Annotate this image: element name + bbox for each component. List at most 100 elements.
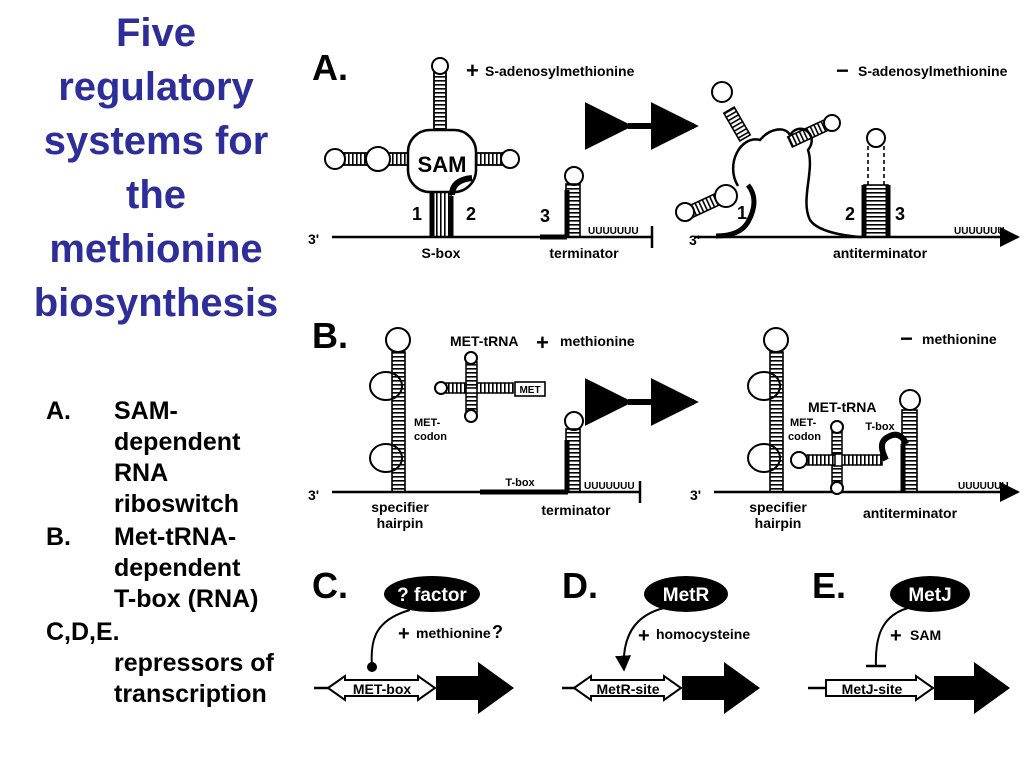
title-line: the — [126, 173, 186, 217]
trna-cloverleaf — [434, 351, 546, 423]
tbox-bulge — [878, 431, 909, 462]
operator-label: MET-box — [353, 681, 412, 697]
panel-a-letter: A. — [312, 47, 348, 88]
met-trna-label: MET-tRNA — [450, 333, 518, 349]
specifier-hairpin — [747, 327, 789, 493]
trna-acceptor — [476, 382, 514, 394]
specifier-stem — [391, 351, 406, 493]
specifier-hairpin — [369, 327, 411, 493]
title-line: systems for — [43, 119, 269, 163]
panel-d: D. MetR + homocysteine MetR-site — [562, 565, 760, 714]
helix-number: 2 — [466, 204, 476, 224]
title-line: biosynthesis — [33, 281, 279, 325]
three-prime-label: 3' — [308, 231, 319, 247]
trna-loop — [434, 381, 448, 395]
repressor-oval — [890, 576, 970, 612]
title-line: methionine — [49, 227, 263, 271]
met-codon-label: MET- — [790, 417, 817, 429]
repressor-label: MetJ — [908, 585, 951, 606]
panel-a: A. + S-adenosylmethionine 3' SAM 1 2 S-b… — [308, 47, 1020, 261]
antiterminator-structure — [675, 81, 1020, 247]
bound-trna — [790, 420, 883, 495]
binding-dot — [367, 662, 377, 672]
minus-sign: − — [900, 326, 913, 351]
list-marker: C,D,E. — [46, 618, 120, 646]
specifier-label: specifier — [371, 499, 429, 515]
antiterminator-stem — [863, 184, 889, 238]
regulation-line — [370, 609, 411, 667]
specifier-stem — [769, 351, 784, 493]
list-line: dependent — [114, 428, 241, 456]
title-line: Five — [115, 11, 197, 55]
trna-stem — [465, 361, 478, 389]
hairpin-right-loop — [823, 114, 841, 132]
specifier-loop — [385, 327, 411, 353]
repressor-label: ? factor — [397, 585, 467, 606]
activator-label: MetR — [663, 585, 710, 606]
panel-c: C. ? factor + methionine ? MET-box — [312, 565, 514, 714]
list-line: T-box (RNA) — [114, 585, 259, 613]
plus-sign: + — [536, 330, 549, 355]
helix-number: 3 — [540, 206, 550, 226]
gene-arrow — [436, 662, 514, 714]
gene-arrow — [682, 662, 760, 714]
trna-loop — [830, 420, 844, 434]
effector-suffix: ? — [492, 622, 503, 642]
list-line: dependent — [114, 554, 241, 582]
panel-e-letter: E. — [812, 565, 846, 606]
three-prime-label: 3' — [689, 232, 700, 248]
helix-2-thick — [449, 175, 473, 196]
panel-e: E. MetJ + SAM MetJ-site — [808, 565, 1010, 714]
terminator-loop — [564, 166, 584, 186]
terminator-label: terminator — [541, 502, 611, 518]
terminator-label: terminator — [549, 245, 619, 261]
hairpin-left-loop — [711, 81, 733, 103]
plus-sign: + — [466, 58, 479, 83]
helix-number: 3 — [895, 204, 905, 224]
list-item-b: B. Met-tRNA- dependent T-box (RNA) — [46, 522, 316, 615]
trna-loop — [464, 409, 478, 423]
hairpin-right — [786, 118, 830, 148]
list-line: Met-tRNA- — [114, 523, 237, 551]
poly-u-tract: UUUUUUU — [958, 481, 1009, 492]
list-line: RNA — [114, 459, 169, 487]
specifier-label: specifier — [749, 499, 807, 515]
plus-sign: + — [890, 625, 902, 647]
minus-sign: − — [836, 58, 849, 83]
panel-b: B. MET-tRNA + methionine 3' MET- codon s… — [308, 315, 1020, 531]
slide-title: Five regulatory systems for the methioni… — [8, 6, 304, 330]
antiterminator-loop — [866, 128, 886, 148]
repression-line — [874, 607, 909, 667]
lower-hairpin-loop — [675, 202, 695, 222]
specifier-label: hairpin — [755, 515, 802, 531]
poly-u-tract: UUUUUUU — [588, 226, 639, 237]
terminator-hairpin — [564, 411, 584, 493]
specifier-loop — [763, 327, 789, 353]
list-marker: B. — [46, 523, 71, 551]
effector-label: S-adenosylmethionine — [858, 63, 1008, 79]
panel-c-letter: C. — [312, 565, 348, 606]
list-item-a: A. SAM- dependent RNA riboswitch — [46, 396, 316, 520]
poly-u-tract: UUUUUUU — [584, 481, 635, 492]
effector-label: methionine — [416, 625, 491, 641]
panel-d-letter: D. — [562, 565, 598, 606]
sbox-label: S-box — [422, 245, 461, 261]
operator-site — [326, 674, 437, 702]
poly-u-tract: UUUUUUU — [954, 226, 1005, 237]
antiterminator-hairpin — [878, 389, 921, 493]
systems-list: A. SAM- dependent RNA riboswitch B. Met-… — [46, 396, 316, 712]
left-loop — [324, 148, 346, 170]
terminator-loop — [564, 411, 584, 431]
list-marker: A. — [46, 397, 71, 425]
trna-stem — [806, 454, 836, 466]
activator-oval — [644, 576, 728, 612]
lower-bulge — [714, 184, 738, 208]
antiterminator-label: antiterminator — [833, 245, 928, 261]
antiterminator-label: antiterminator — [863, 505, 958, 521]
met-codon-label: MET- — [414, 417, 441, 429]
hairpin-left — [722, 106, 752, 142]
anticodon-loop — [790, 451, 808, 469]
helix-number: 2 — [845, 204, 855, 224]
sam-label: SAM — [418, 152, 467, 177]
